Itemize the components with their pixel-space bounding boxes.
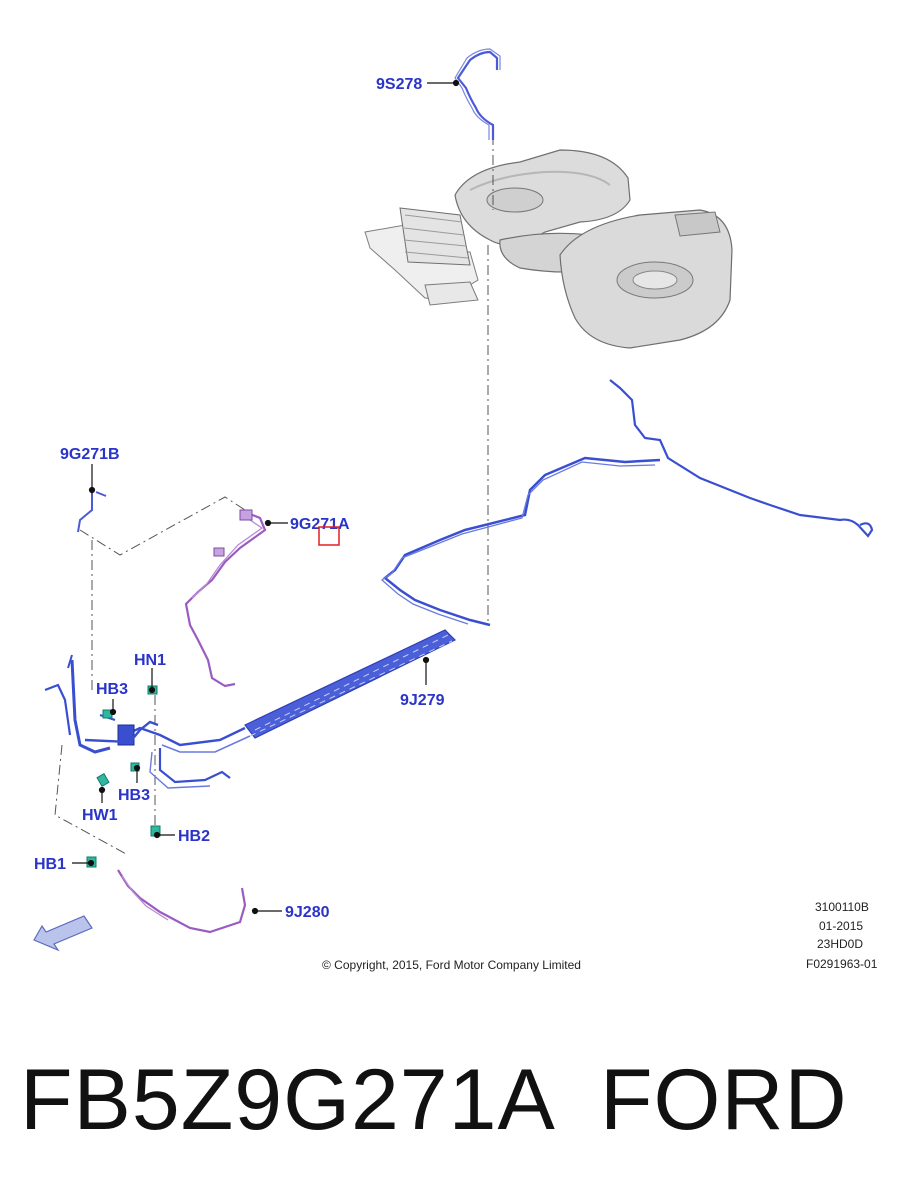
vapor-tube-9g271a	[184, 509, 267, 688]
front-arrow-icon	[33, 915, 93, 952]
callout-hb2: HB2	[178, 828, 210, 845]
brand-name: FORD	[600, 1052, 848, 1148]
vapor-tube-9j280	[117, 869, 247, 934]
callout-hn1: HN1	[134, 652, 166, 669]
caption-bar: FB5Z9G271A FORD	[0, 1040, 912, 1180]
callout-9j279: 9J279	[400, 692, 445, 709]
callout-hb3-bottom: HB3	[118, 787, 150, 804]
ref-code: 3100110B	[815, 900, 869, 914]
figure-id: F0291963-01	[806, 957, 878, 971]
callout-leaders	[72, 79, 460, 915]
copyright-notice: © Copyright, 2015, Ford Motor Company Li…	[322, 958, 581, 972]
callout-9g271b: 9G271B	[60, 446, 120, 463]
callout-hb1: HB1	[34, 856, 66, 873]
date-code: 01-2015	[819, 919, 863, 933]
clip-hw1	[96, 772, 110, 788]
callout-hb3-top: HB3	[96, 681, 128, 698]
fuel-line-9j279	[44, 379, 874, 789]
fuel-tank	[364, 149, 733, 349]
fuel-tube-9g271b	[77, 488, 107, 533]
part-number: FB5Z9G271A	[20, 1052, 556, 1148]
highlight-box	[318, 526, 340, 546]
callout-9g271a: 9G271A	[290, 516, 350, 533]
model-code: 23HD0D	[817, 937, 863, 951]
fuel-tube-9s278	[454, 48, 501, 140]
leader-lines	[54, 135, 494, 856]
callout-9j280: 9J280	[285, 904, 330, 921]
callout-hw1: HW1	[82, 807, 118, 824]
callout-9s278: 9S278	[376, 76, 422, 93]
fuel-line-diagram: 9S278 9G271B 9G271A 9J279 HN1 HB3 HB3 HW…	[33, 48, 878, 972]
